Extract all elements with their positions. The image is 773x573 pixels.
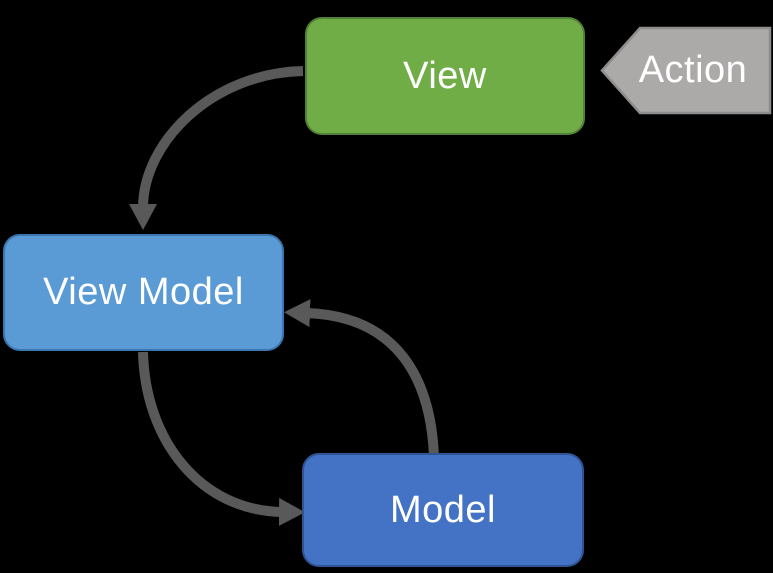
view-model-node: View Model bbox=[3, 234, 284, 351]
connector-viewmodel-to-model bbox=[138, 351, 305, 526]
model-node-label: Model bbox=[390, 488, 496, 531]
connector-model-to-viewmodel bbox=[284, 299, 439, 458]
model-node: Model bbox=[302, 453, 584, 567]
action-chevron-shape bbox=[600, 26, 772, 115]
action-label: Action bbox=[638, 49, 748, 91]
action-shape: Action bbox=[614, 28, 772, 113]
view-model-node-label: View Model bbox=[43, 271, 244, 313]
connector-view-to-viewmodel bbox=[129, 66, 304, 230]
view-node: View bbox=[305, 17, 585, 135]
view-node-label: View bbox=[403, 54, 487, 97]
